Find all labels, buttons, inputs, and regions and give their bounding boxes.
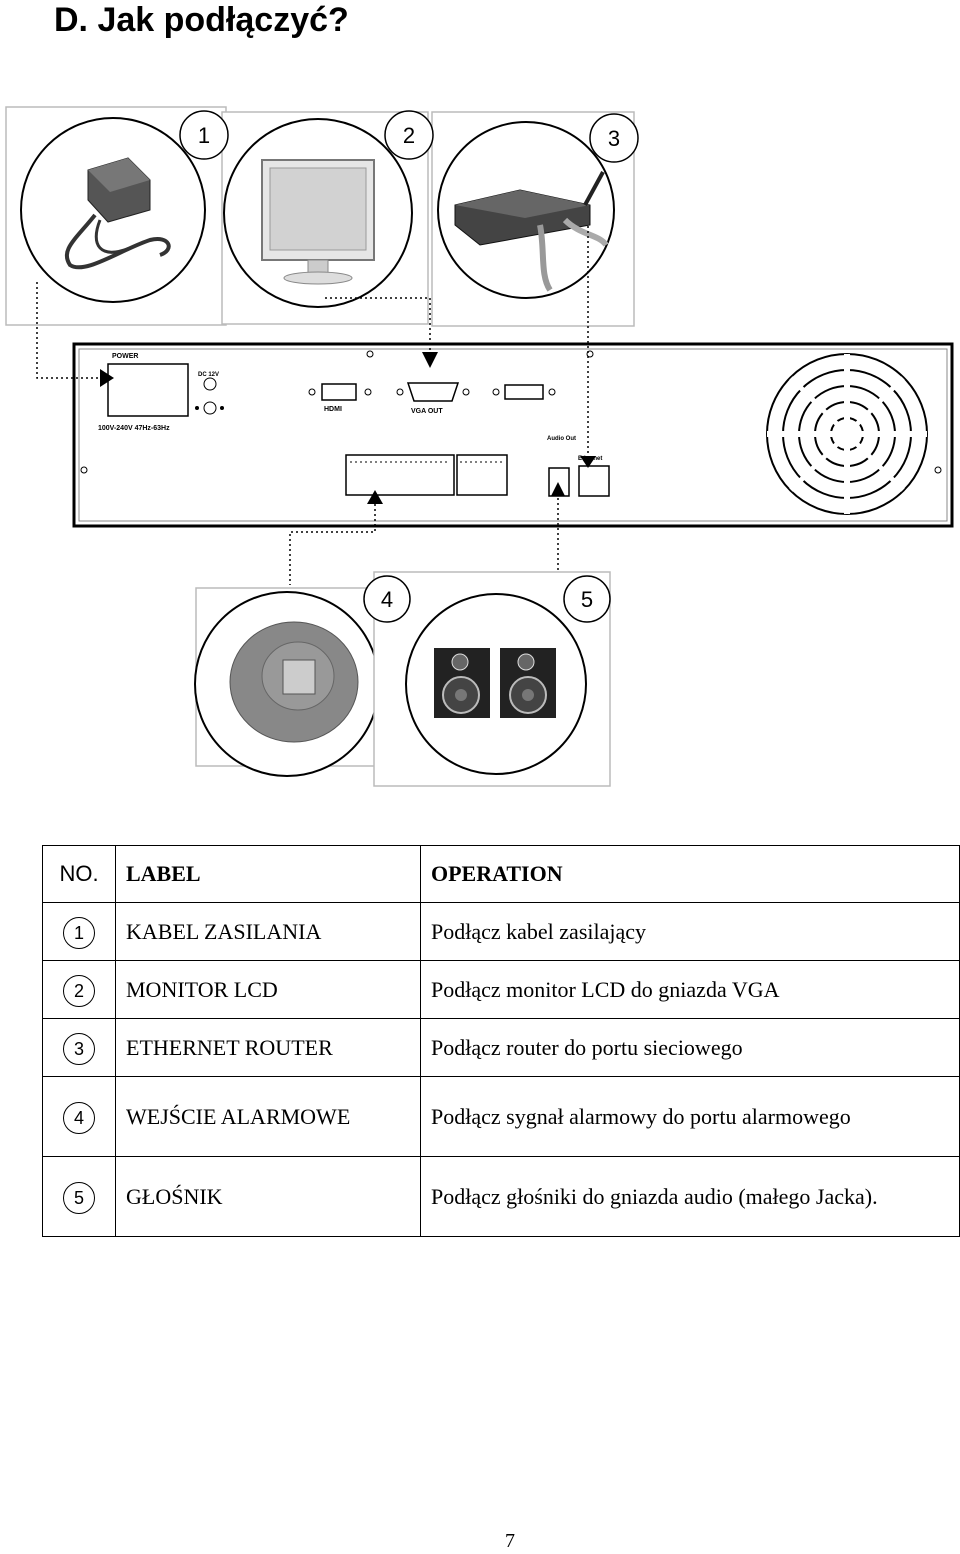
lcd-monitor-picture	[221, 111, 429, 325]
power-label: POWER	[112, 353, 138, 360]
table-row: 4 WEJŚCIE ALARMOWE Podłącz sygnał alarmo…	[42, 1076, 960, 1157]
table-row: 2 MONITOR LCD Podłącz monitor LCD do gni…	[42, 960, 960, 1019]
table-row: 5 GŁOŚNIK Podłącz głośniki do gniazda au…	[42, 1156, 960, 1237]
row-number: 5	[63, 1181, 95, 1214]
number-5-marker: 5	[563, 575, 611, 623]
row-label: WEJŚCIE ALARMOWE	[115, 1076, 421, 1157]
number-4-marker: 4	[363, 575, 411, 623]
number-1-text: 1	[198, 123, 210, 148]
table-row: 1 KABEL ZASILANIA Podłącz kabel zasilają…	[42, 902, 960, 961]
vga-label: VGA OUT	[411, 408, 443, 415]
row-number-cell: 5	[42, 1156, 116, 1237]
row-label: KABEL ZASILANIA	[115, 902, 421, 961]
number-2-text: 2	[403, 123, 415, 148]
number-3-text: 3	[608, 126, 620, 151]
connection-diagram: 1 2 3 POWER 100V-240V 47Hz-63Hz DC 12V H…	[5, 106, 954, 787]
row-operation: Podłącz głośniki do gniazda audio (małeg…	[420, 1156, 960, 1237]
table-header-row: NO. LABEL OPERATION	[42, 845, 960, 903]
number-2-marker: 2	[384, 110, 434, 160]
row-operation: Podłącz sygnał alarmowy do portu alarmow…	[420, 1076, 960, 1157]
row-number: 1	[63, 916, 95, 949]
number-1-marker: 1	[179, 110, 229, 160]
header-operation: OPERATION	[420, 845, 960, 903]
number-5-text: 5	[581, 587, 593, 612]
table-row: 3 ETHERNET ROUTER Podłącz router do port…	[42, 1018, 960, 1077]
connector-arrows	[100, 352, 596, 504]
row-label: MONITOR LCD	[115, 960, 421, 1019]
speaker-left	[434, 648, 490, 718]
row-number-cell: 4	[42, 1076, 116, 1157]
connector-lines	[36, 226, 589, 585]
number-3-marker: 3	[589, 113, 639, 163]
fan-grille	[766, 353, 928, 515]
row-label: ETHERNET ROUTER	[115, 1018, 421, 1077]
row-number: 4	[63, 1101, 95, 1134]
hdmi-label: HDMI	[324, 406, 342, 413]
row-operation: Podłącz monitor LCD do gniazda VGA	[420, 960, 960, 1019]
row-number-cell: 1	[42, 902, 116, 961]
number-4-text: 4	[381, 587, 393, 612]
dvr-rear-panel: POWER 100V-240V 47Hz-63Hz DC 12V HDMI VG…	[72, 342, 954, 528]
voltage-label: 100V-240V 47Hz-63Hz	[98, 425, 170, 432]
speaker-right	[500, 648, 556, 718]
row-label: GŁOŚNIK	[115, 1156, 421, 1237]
operations-table: NO. LABEL OPERATION 1 KABEL ZASILANIA Po…	[42, 845, 960, 1237]
row-number: 3	[63, 1032, 95, 1065]
dc-label: DC 12V	[198, 372, 219, 378]
page-number: 7	[505, 1530, 515, 1552]
alarm-bell-picture	[194, 587, 385, 777]
row-number: 2	[63, 974, 95, 1007]
header-no: NO.	[42, 845, 116, 903]
row-number-cell: 2	[42, 960, 116, 1019]
audio-out-label: Audio Out	[547, 436, 576, 442]
row-number-cell: 3	[42, 1018, 116, 1077]
row-operation: Podłącz router do portu sieciowego	[420, 1018, 960, 1077]
header-label: LABEL	[115, 845, 421, 903]
page-title: D. Jak podłączyć?	[54, 1, 349, 39]
row-operation: Podłącz kabel zasilający	[420, 902, 960, 961]
